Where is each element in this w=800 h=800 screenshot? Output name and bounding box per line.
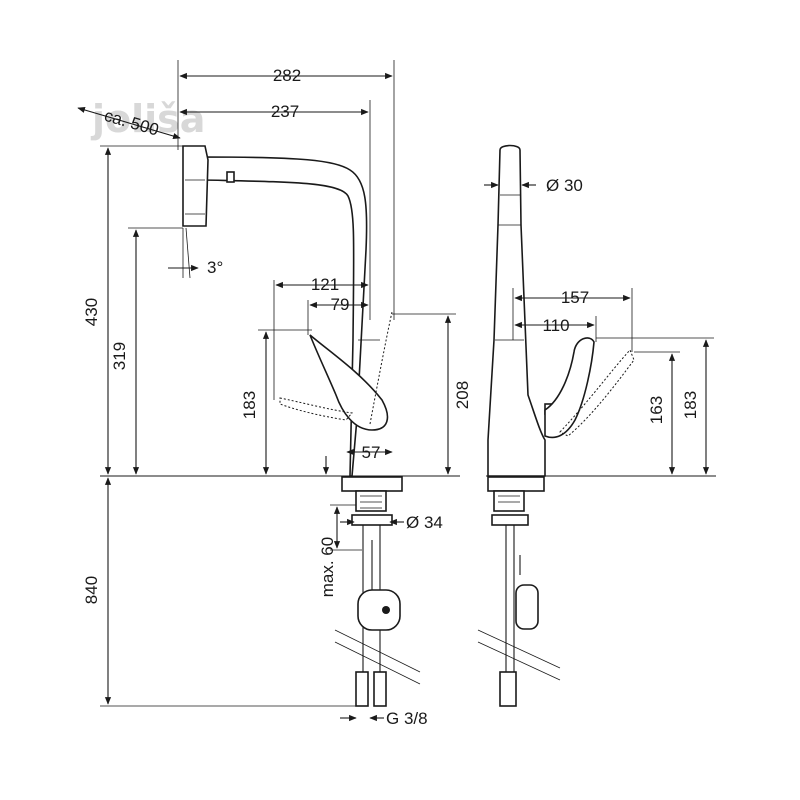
side-lever [544, 337, 595, 439]
dim-total-reach: 282 [273, 66, 301, 85]
base-flange [341, 476, 403, 492]
cabinet-break-1 [334, 629, 421, 673]
mounting-nut [351, 514, 393, 526]
side-view: Ø 30 157 110 163 183 [477, 144, 716, 707]
dim-spout-angle: 3° [207, 258, 223, 277]
dim-side-lever-reach: 157 [561, 288, 589, 307]
side-faucet-body [487, 144, 546, 477]
side-cabinet-break-2 [477, 641, 561, 681]
front-view: 282 237 ca. 500 430 319 3° 121 79 183 [77, 60, 472, 728]
dim-spout-reach: 237 [271, 102, 299, 121]
dim-side-lever-offset: 110 [542, 316, 569, 335]
side-threaded-shank [493, 490, 525, 512]
dim-side-lever-height-b: 183 [681, 391, 700, 419]
dim-lever-height-right: 208 [453, 381, 472, 409]
dim-lever-reach: 121 [311, 275, 339, 294]
lever-handle [309, 334, 389, 431]
pullout-head [182, 145, 209, 227]
cabinet-break-2 [334, 641, 421, 685]
side-base-flange [487, 476, 545, 492]
dim-total-height: 430 [82, 298, 101, 326]
connector-left [355, 671, 369, 707]
faucet-body [204, 156, 368, 477]
dim-supply-length: 840 [82, 576, 101, 604]
dim-head-diameter: Ø 30 [546, 176, 583, 195]
dim-connection: G 3/8 [386, 709, 428, 728]
side-hose-weight [515, 584, 539, 630]
side-mounting-nut [491, 514, 529, 526]
spray-button [226, 171, 235, 183]
side-cabinet-break-1 [477, 629, 561, 669]
dim-deck-thickness: max. 60 [318, 537, 337, 597]
connector-right [373, 671, 387, 707]
hose-weight [357, 589, 401, 631]
dim-side-lever-height-a: 163 [647, 396, 666, 424]
dim-body-width: 57 [362, 443, 381, 462]
dim-hole-diameter: Ø 34 [406, 513, 443, 532]
dim-lever-offset: 79 [331, 295, 350, 314]
side-connector [499, 671, 517, 707]
dim-outlet-height: 319 [110, 342, 129, 370]
dim-lever-height-left: 183 [240, 391, 259, 419]
